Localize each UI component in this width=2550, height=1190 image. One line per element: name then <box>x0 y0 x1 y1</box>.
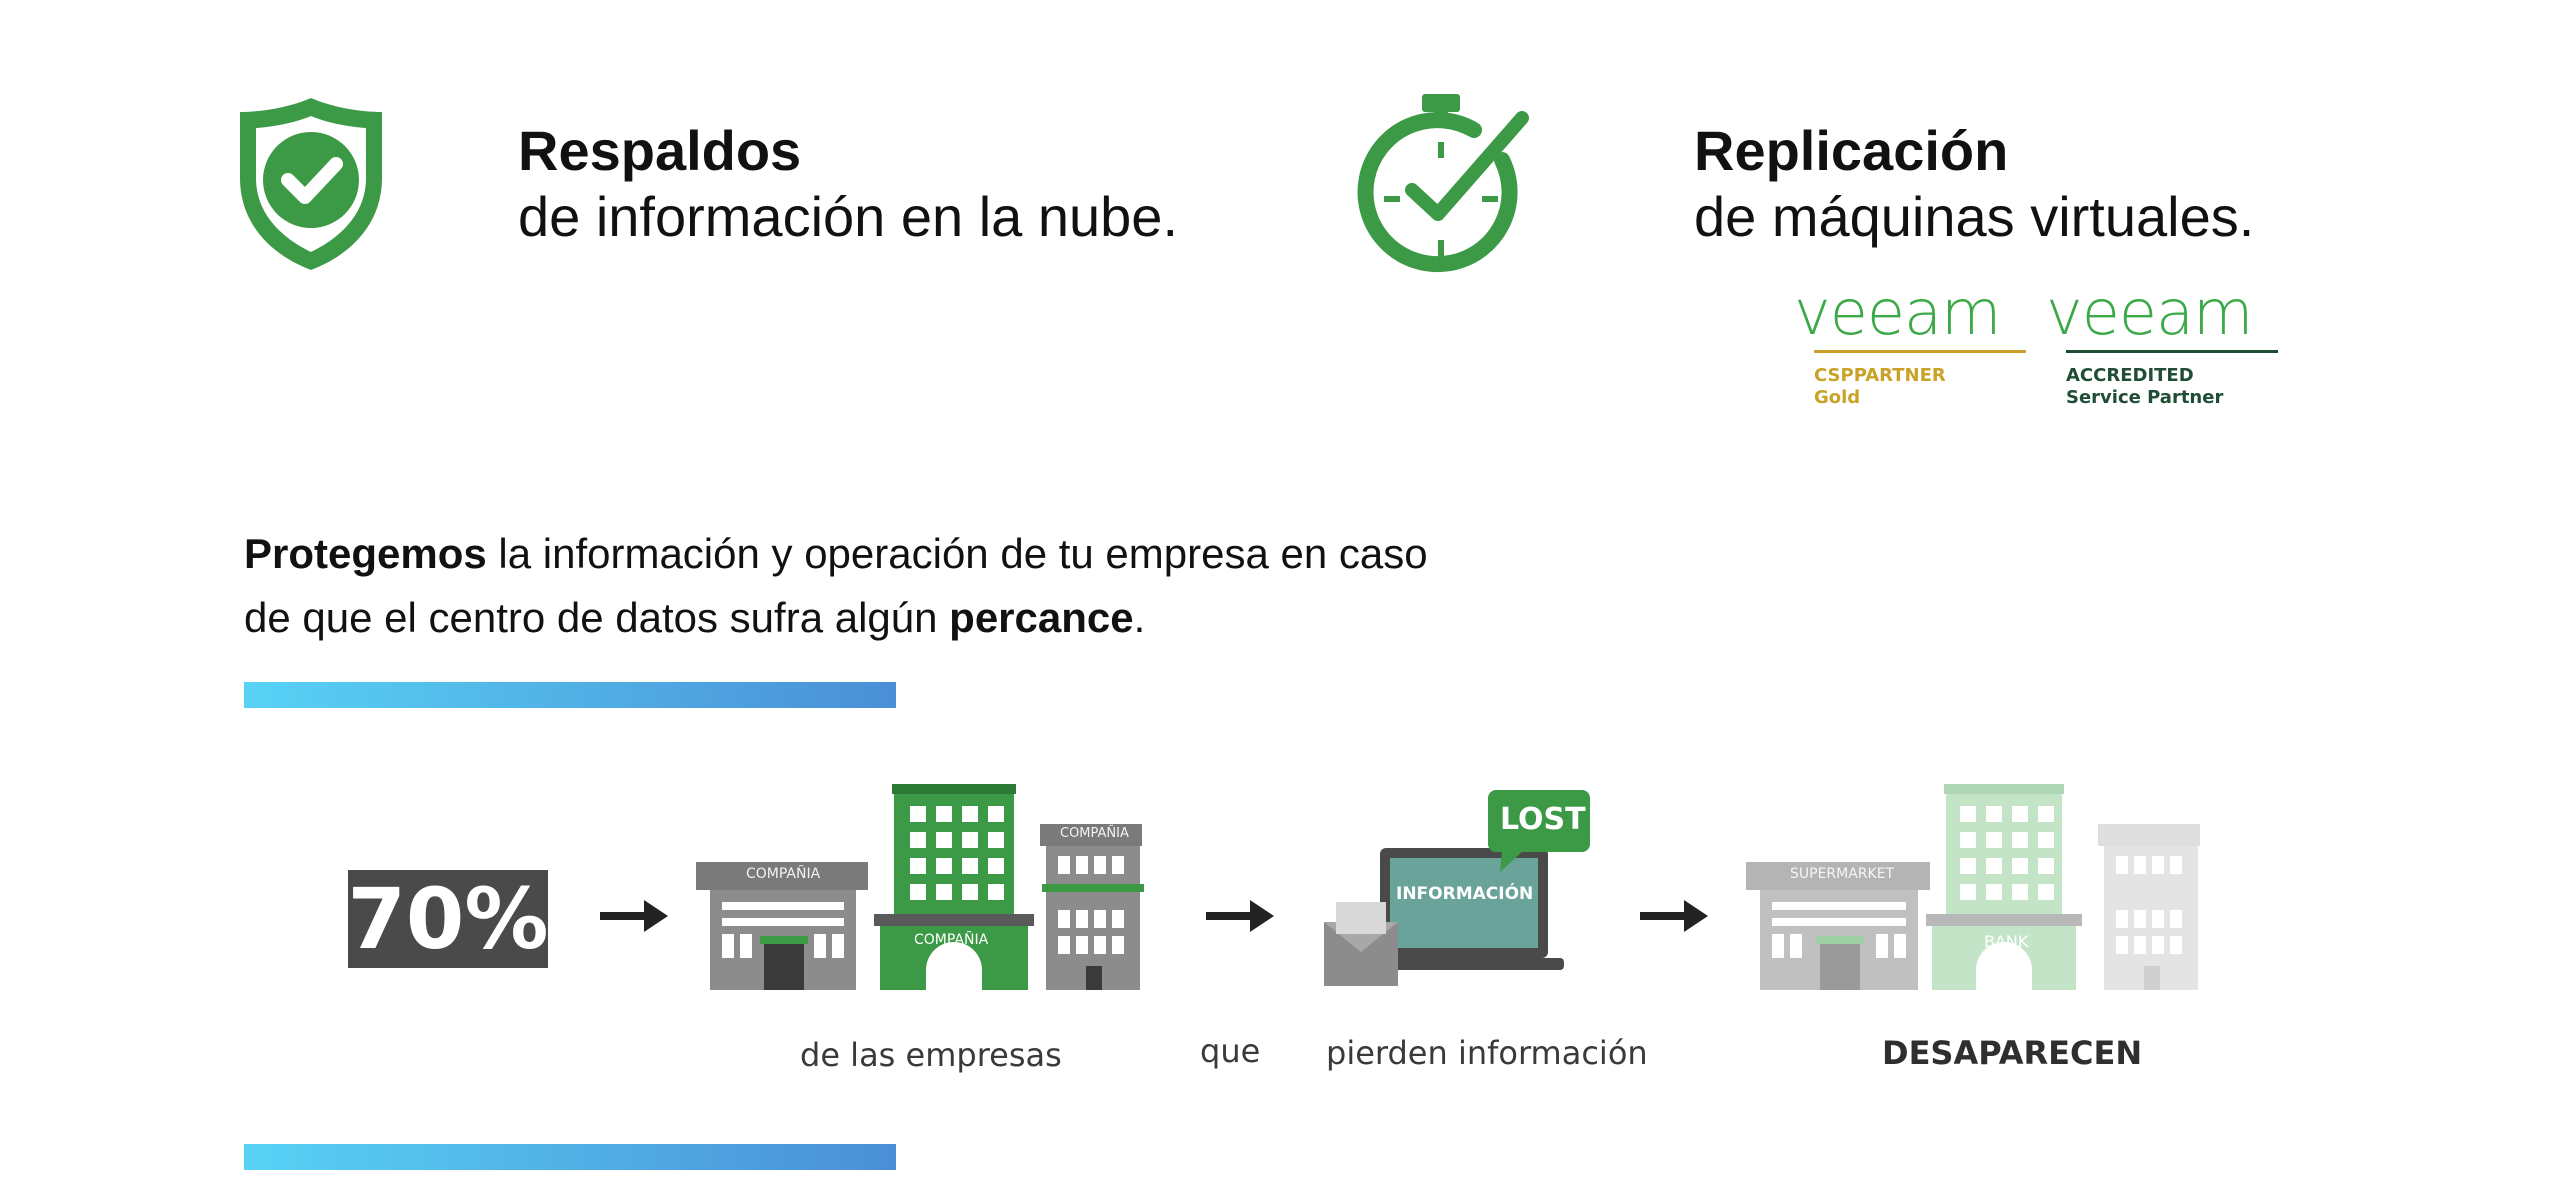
veeam-badge-gold: veeam CSPPARTNER Gold <box>1794 282 2026 409</box>
arrow-icon <box>600 896 670 941</box>
gradient-divider-bottom <box>244 1144 896 1170</box>
paragraph-text-1: la información y operación de tu empresa… <box>486 530 1428 577</box>
feature-respaldos: Respaldos de información en la nube. <box>518 118 1278 250</box>
laptop-label: INFORMACIÓN <box>1396 884 1534 904</box>
percent-box: 70% <box>347 870 549 968</box>
badge-line1: CSPPARTNER <box>1814 365 1946 386</box>
feature-replicacion: Replicación de máquinas virtuales. <box>1694 118 2454 250</box>
veeam-logo: veeam <box>1794 276 2001 349</box>
feature-subtitle: de máquinas virtuales. <box>1694 185 2255 248</box>
building-label-supermarket: SUPERMARKET <box>1790 866 1895 882</box>
lost-label: LOST <box>1500 802 1586 837</box>
feature-subtitle: de información en la nube. <box>518 185 1178 248</box>
arrow-icon <box>1206 896 1276 941</box>
paragraph-text-3: . <box>1133 594 1146 641</box>
feature-title: Respaldos <box>518 119 802 182</box>
caption-que: que <box>1200 1032 1261 1070</box>
badge-line2: Gold <box>1814 387 1861 408</box>
paragraph-text-2: de que el centro de datos sufra algún <box>244 594 950 641</box>
caption-desaparecen: DESAPARECEN <box>1882 1034 2143 1072</box>
paragraph-bold-1: Protegemos <box>244 530 487 577</box>
veeam-badge-accredited: veeam ACCREDITED Service Partner <box>2046 282 2278 409</box>
shield-check-icon <box>228 92 394 276</box>
laptop-lost-illustration <box>1324 790 1590 990</box>
caption-pierden: pierden información <box>1326 1034 1648 1072</box>
building-label-compania-2: COMPAÑIA <box>1060 826 1129 841</box>
paragraph-bold-2: percance <box>949 594 1134 641</box>
gradient-divider-top <box>244 682 896 708</box>
building-label-compania-3: COMPAÑIA <box>914 932 989 948</box>
caption-empresas: de las empresas <box>800 1036 1062 1074</box>
stopwatch-check-icon <box>1354 90 1532 278</box>
badge-line2: Service Partner <box>2066 387 2224 408</box>
buildings-companies-illustration <box>696 784 1156 990</box>
building-label-compania-1: COMPAÑIA <box>746 866 821 882</box>
building-label-bank: BANK <box>1984 932 2029 951</box>
veeam-logo: veeam <box>2046 276 2253 349</box>
arrow-icon <box>1640 896 1710 941</box>
feature-title: Replicación <box>1694 119 2009 182</box>
badge-line1: ACCREDITED <box>2066 365 2194 386</box>
buildings-disappearing-illustration <box>1746 784 2206 990</box>
intro-paragraph: Protegemos la información y operación de… <box>244 522 1644 650</box>
